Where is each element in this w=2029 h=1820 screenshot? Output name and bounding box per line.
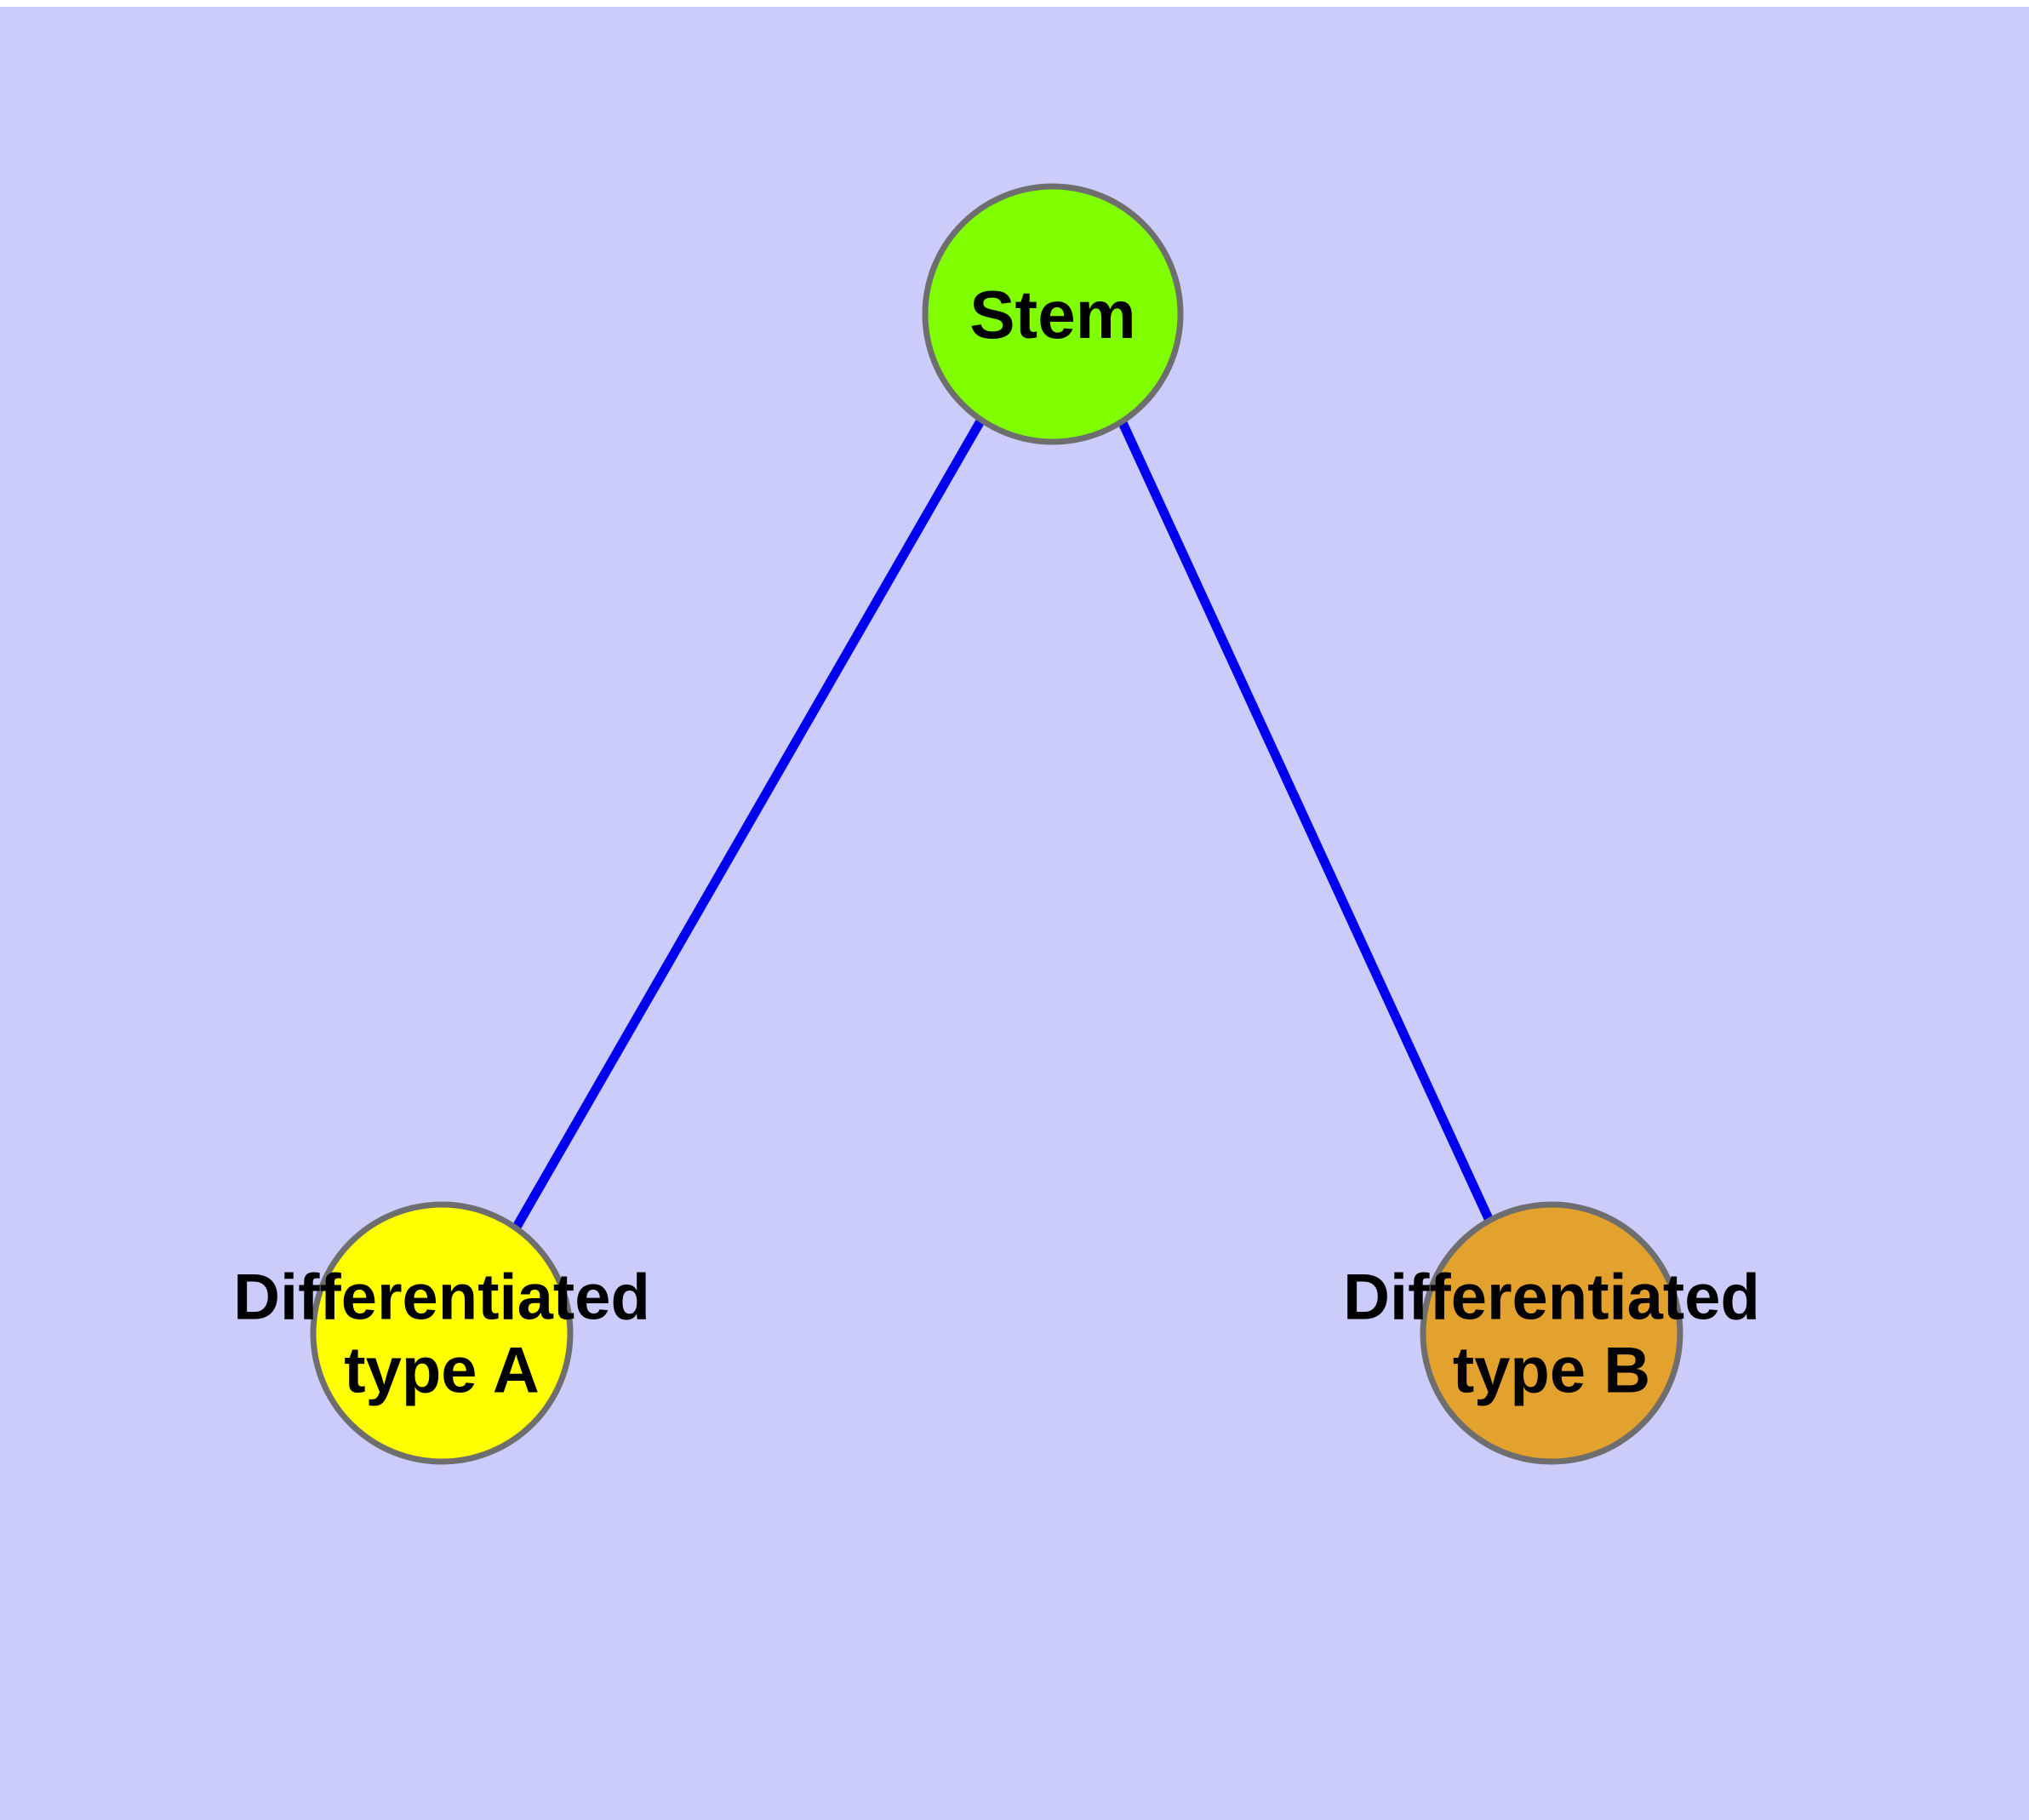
edges-group <box>512 415 1495 1231</box>
graph-node-stem[interactable] <box>922 183 1184 445</box>
graph-node-label-line: Differentiated <box>233 1262 650 1334</box>
graph-node-label-line: type A <box>344 1335 539 1407</box>
graph-node-label-stem: Stem <box>969 277 1136 352</box>
nodes-group <box>310 183 1683 1465</box>
graph-node-diff_b[interactable] <box>1420 1201 1683 1465</box>
graph-edge-stem-to-diff_b[interactable] <box>1116 415 1495 1225</box>
graph-edge-stem-to-diff_a[interactable] <box>512 417 986 1231</box>
graph-node-label-line: Differentiated <box>1343 1262 1760 1334</box>
graph-node-label-line: type B <box>1453 1335 1650 1407</box>
graph-node-diff_a[interactable] <box>310 1201 574 1465</box>
graph-node-label-line: Stem <box>969 277 1136 352</box>
